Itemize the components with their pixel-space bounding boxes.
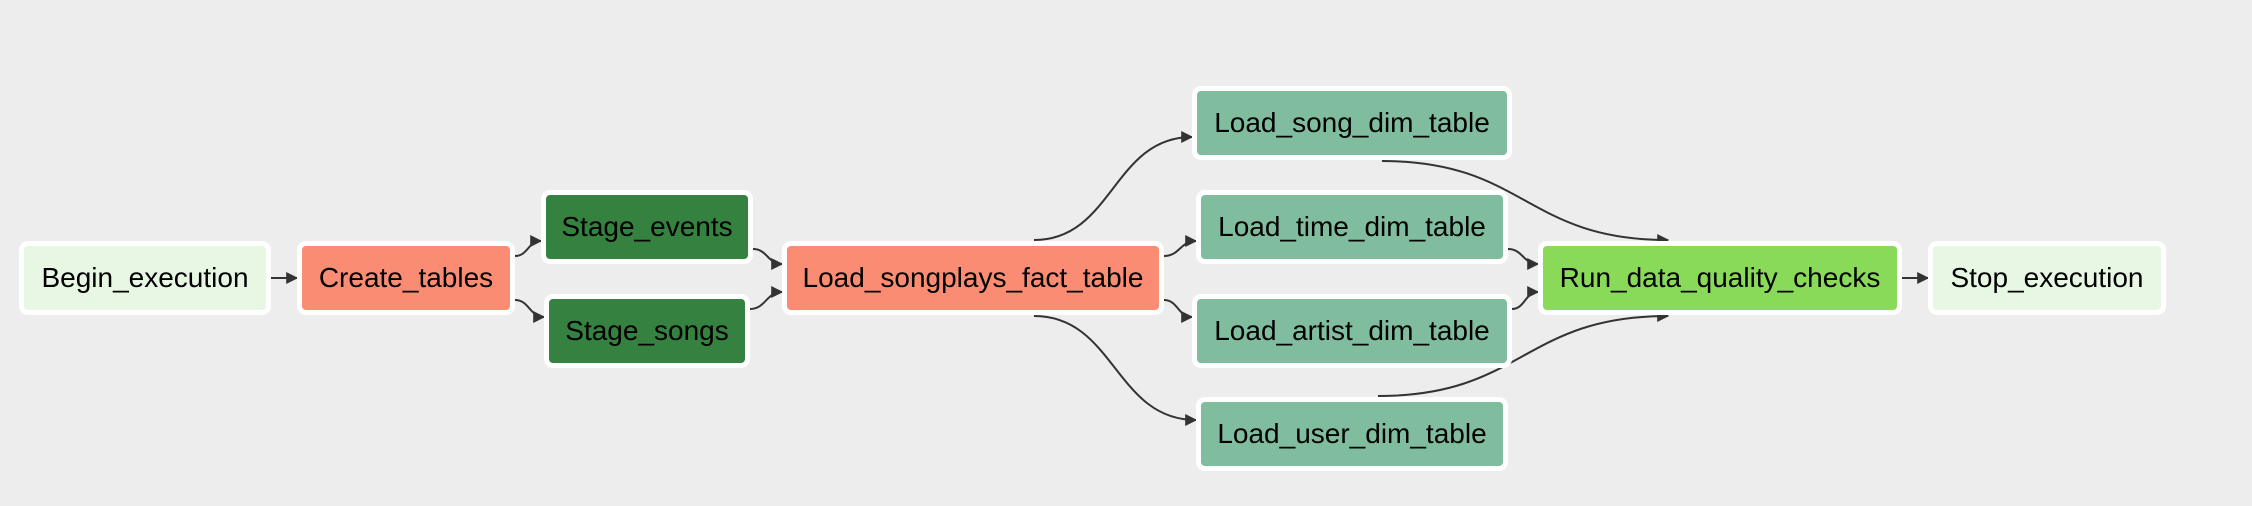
edge-stage_songs-to-load_songplays_fact_table xyxy=(749,286,784,310)
task-label: Load_artist_dim_table xyxy=(1214,315,1490,346)
task-node-load-songplays-fact-table[interactable]: Load_songplays_fact_table xyxy=(782,241,1164,315)
task-node-load-time-dim-table[interactable]: Load_time_dim_table xyxy=(1196,190,1508,264)
task-label: Load_time_dim_table xyxy=(1218,211,1486,242)
task-label: Begin_execution xyxy=(41,262,249,293)
task-label: Run_data_quality_checks xyxy=(1559,262,1881,293)
task-label: Create_tables xyxy=(318,262,494,293)
edge-load_songplays_fact_table-to-load_user_dim_table xyxy=(1033,315,1198,426)
edge-load_songplays_fact_table-to-load_artist_dim_table xyxy=(1163,299,1194,323)
task-label: Load_user_dim_table xyxy=(1217,418,1487,449)
edge-load_songplays_fact_table-to-load_time_dim_table xyxy=(1163,235,1198,257)
edge-create_tables-to-stage_events xyxy=(514,235,543,257)
edge-load_user_dim_table-to-run_data_quality_checks xyxy=(1377,310,1670,397)
edge-stage_events-to-load_songplays_fact_table xyxy=(752,248,784,270)
task-node-create-tables[interactable]: Create_tables xyxy=(297,241,515,315)
task-node-begin-execution[interactable]: Begin_execution xyxy=(19,241,271,315)
task-node-load-user-dim-table[interactable]: Load_user_dim_table xyxy=(1196,397,1508,471)
task-node-stop-execution[interactable]: Stop_execution xyxy=(1928,241,2166,315)
edge-load_time_dim_table-to-run_data_quality_checks xyxy=(1507,248,1540,270)
task-node-stage-songs[interactable]: Stage_songs xyxy=(544,294,750,368)
task-label: Load_song_dim_table xyxy=(1214,107,1490,138)
edge-load_song_dim_table-to-run_data_quality_checks xyxy=(1381,160,1670,246)
task-node-load-artist-dim-table[interactable]: Load_artist_dim_table xyxy=(1192,294,1512,368)
task-node-run-data-quality-checks[interactable]: Run_data_quality_checks xyxy=(1538,241,1902,315)
task-node-load-song-dim-table[interactable]: Load_song_dim_table xyxy=(1192,86,1512,160)
edge-load_songplays_fact_table-to-load_song_dim_table xyxy=(1033,131,1194,241)
task-node-stage-events[interactable]: Stage_events xyxy=(541,190,753,264)
edge-create_tables-to-stage_songs xyxy=(514,299,546,323)
task-label: Load_songplays_fact_table xyxy=(802,262,1144,293)
task-label: Stop_execution xyxy=(1950,262,2144,293)
task-label: Stage_songs xyxy=(565,315,729,346)
edge-load_artist_dim_table-to-run_data_quality_checks xyxy=(1511,286,1540,310)
task-label: Stage_events xyxy=(561,211,733,242)
